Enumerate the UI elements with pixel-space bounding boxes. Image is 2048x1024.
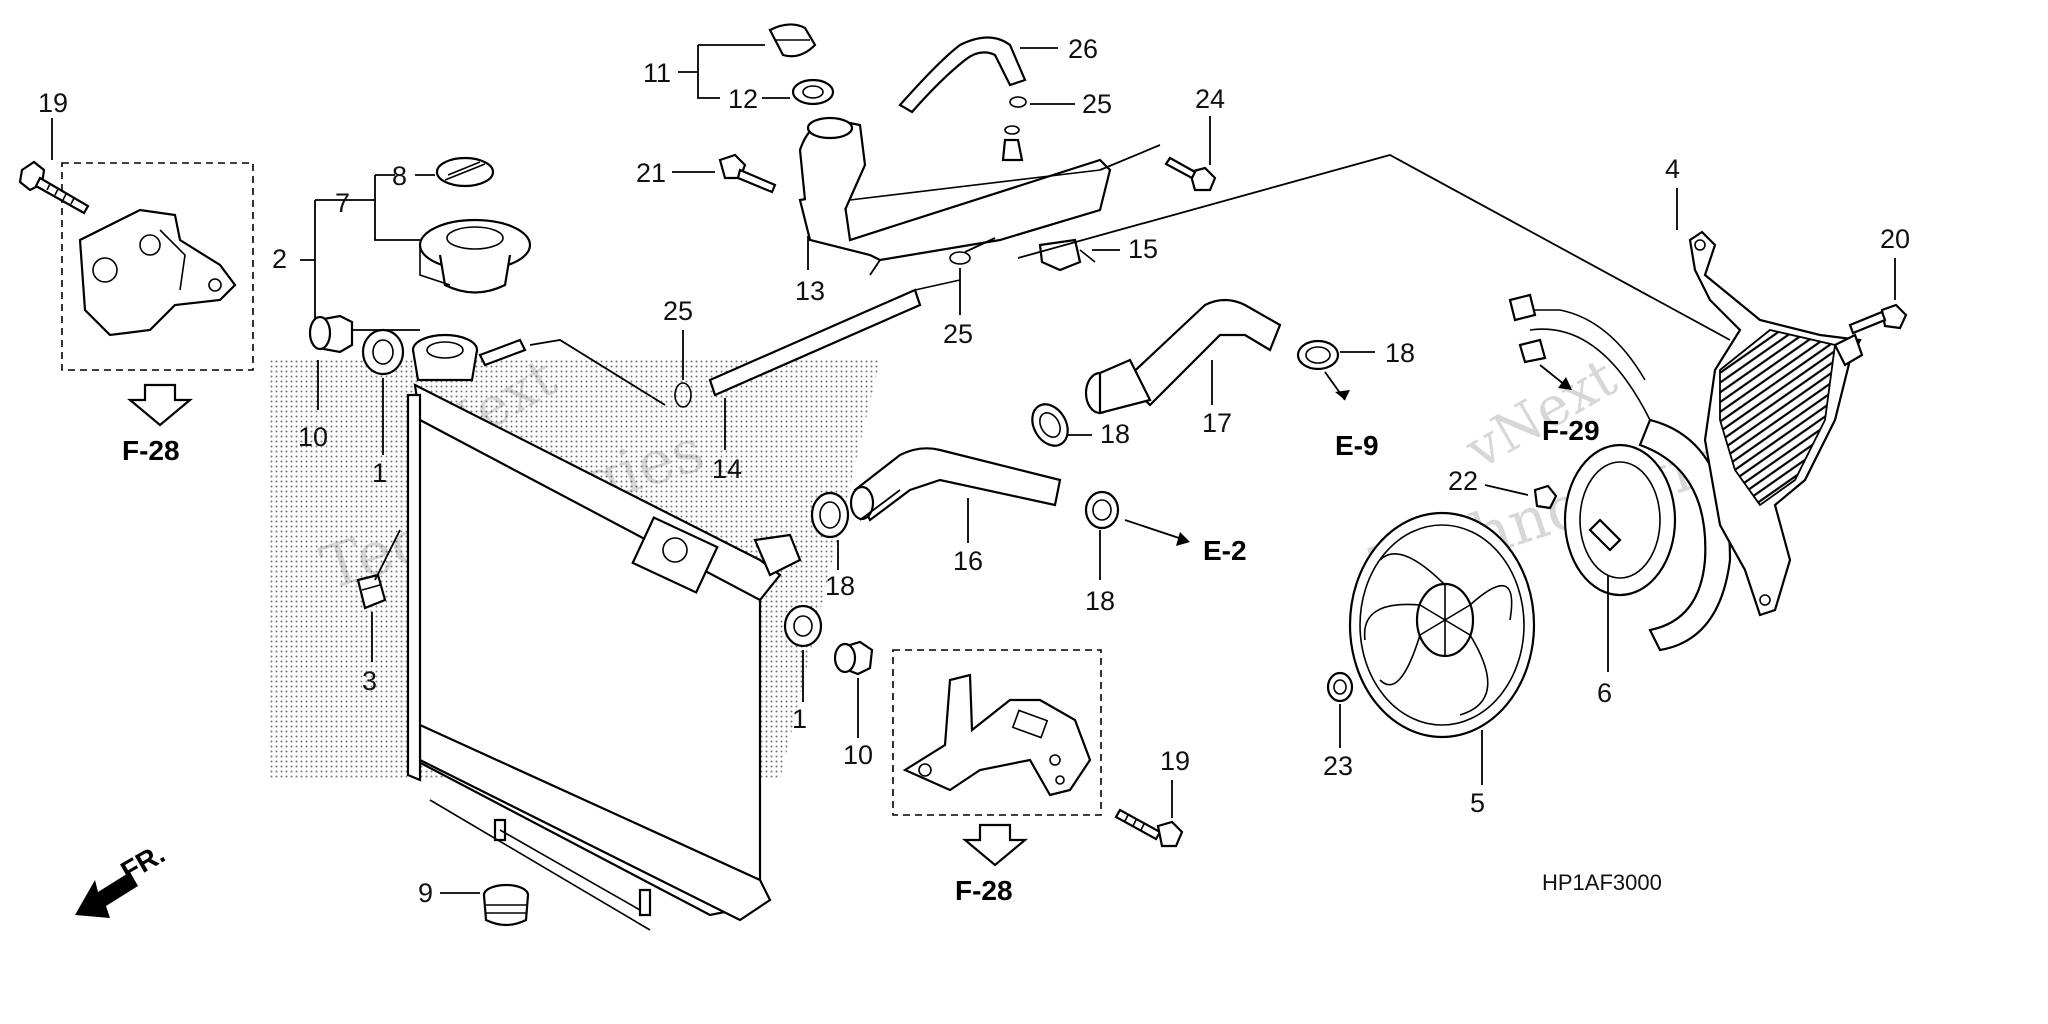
ref-f28-bottom: F-28 [955, 875, 1013, 906]
stay-15 [1038, 238, 1096, 272]
bolt-22 [1533, 484, 1558, 510]
filler-neck-2 [411, 333, 527, 382]
grommet-10-left [308, 314, 354, 354]
callout-21: 21 [636, 158, 666, 188]
diagram-code: HP1AF3000 [1542, 870, 1662, 895]
breather-hose-26 [898, 36, 1027, 114]
callout-10: 10 [298, 422, 328, 452]
callout-19-bottom: 19 [1160, 746, 1190, 776]
callout-24: 24 [1195, 84, 1225, 114]
radiator-cap-group: 2 7 8 [272, 156, 666, 406]
callout-19: 19 [38, 88, 68, 118]
callout-23: 23 [1323, 751, 1353, 781]
bolt-19-bottom [1114, 808, 1184, 848]
callout-5: 5 [1470, 788, 1485, 818]
leader-line-to-fan [1017, 154, 1731, 341]
callout-18-top-right: 18 [1385, 338, 1415, 368]
callout-7: 7 [335, 188, 350, 218]
grommet-9 [482, 883, 530, 927]
callout-26: 26 [1068, 34, 1098, 64]
arrow-f28-top-left: F-28 [122, 383, 194, 466]
flange-nut-23 [1326, 671, 1354, 703]
callout-11: 11 [643, 58, 671, 88]
ref-e2: E-2 [1203, 535, 1247, 566]
bolt-21 [718, 153, 777, 194]
callout-10-right: 10 [843, 740, 873, 770]
callout-8: 8 [392, 161, 407, 191]
fan-shroud-4 [1688, 230, 1864, 617]
ref-f29: F-29 [1542, 415, 1600, 446]
hose-clamp-18-mid [1031, 403, 1069, 447]
ref-f28-top-left: F-28 [122, 435, 180, 466]
reserve-tank-13 [798, 116, 1112, 262]
callout-1: 1 [372, 458, 387, 488]
fan-motor-6 [1508, 293, 1732, 652]
radiator [270, 333, 880, 931]
callout-4: 4 [1665, 154, 1680, 184]
hose-clamp-18-top-right [1296, 339, 1340, 371]
left-mount-bracket-group: 19 F-28 [18, 88, 254, 466]
callout-18-mid: 18 [1100, 419, 1130, 449]
hose-clip-25-left [674, 382, 692, 408]
hose-clip-25-mid [949, 251, 971, 265]
bolt-24 [1164, 156, 1217, 192]
bolt-19-top-left [18, 160, 90, 215]
callout-6: 6 [1597, 678, 1612, 708]
callout-25-left: 25 [663, 296, 693, 326]
reserve-tank-cap-11 [768, 23, 817, 58]
bottom-mount-bracket-group: F-28 [892, 649, 1102, 906]
callout-15: 15 [1128, 234, 1158, 264]
left-mount-bracket [78, 208, 237, 337]
siphon-tube-14 [708, 279, 961, 397]
grommet-1-right [783, 604, 823, 648]
callout-1-right: 1 [792, 704, 807, 734]
bottom-mount-bracket [902, 673, 1092, 797]
callout-12: 12 [728, 84, 758, 114]
cap-seal-8 [435, 156, 495, 188]
callout-18-right: 18 [1085, 586, 1115, 616]
callout-14: 14 [712, 454, 742, 484]
grommet-1-left [361, 328, 405, 376]
hose-clip-25-top [1009, 96, 1027, 108]
radiator-hose-16 [849, 447, 1062, 522]
callout-25-mid: 25 [943, 319, 973, 349]
left-bracket-dashed-box [61, 162, 254, 371]
cooling-fan-5 [1348, 511, 1536, 739]
callout-20: 20 [1880, 224, 1910, 254]
callout-22: 22 [1448, 466, 1478, 496]
radiator-hose-17 [1084, 298, 1282, 415]
hose-clamp-18-left [810, 491, 850, 539]
arrow-f28-bottom: F-28 [955, 823, 1029, 906]
callout-17: 17 [1202, 408, 1232, 438]
callout-3: 3 [362, 666, 377, 696]
bottom-bracket-dashed-box [892, 649, 1102, 816]
callout-2: 2 [272, 244, 287, 274]
grommet-10-right [833, 640, 874, 676]
callout-25-top: 25 [1082, 89, 1112, 119]
callout-13: 13 [795, 276, 825, 306]
front-direction-arrow: FR. [75, 838, 170, 918]
callout-16: 16 [953, 546, 983, 576]
clip-nut-3 [356, 573, 387, 610]
radiator-cap-7 [418, 218, 532, 294]
callout-9: 9 [418, 878, 433, 908]
cap-seal-12 [791, 78, 835, 106]
bolt-20 [1848, 303, 1908, 335]
callout-18-left: 18 [825, 571, 855, 601]
hose-clamp-18-right [1084, 490, 1120, 530]
ref-e9: E-9 [1335, 430, 1379, 461]
